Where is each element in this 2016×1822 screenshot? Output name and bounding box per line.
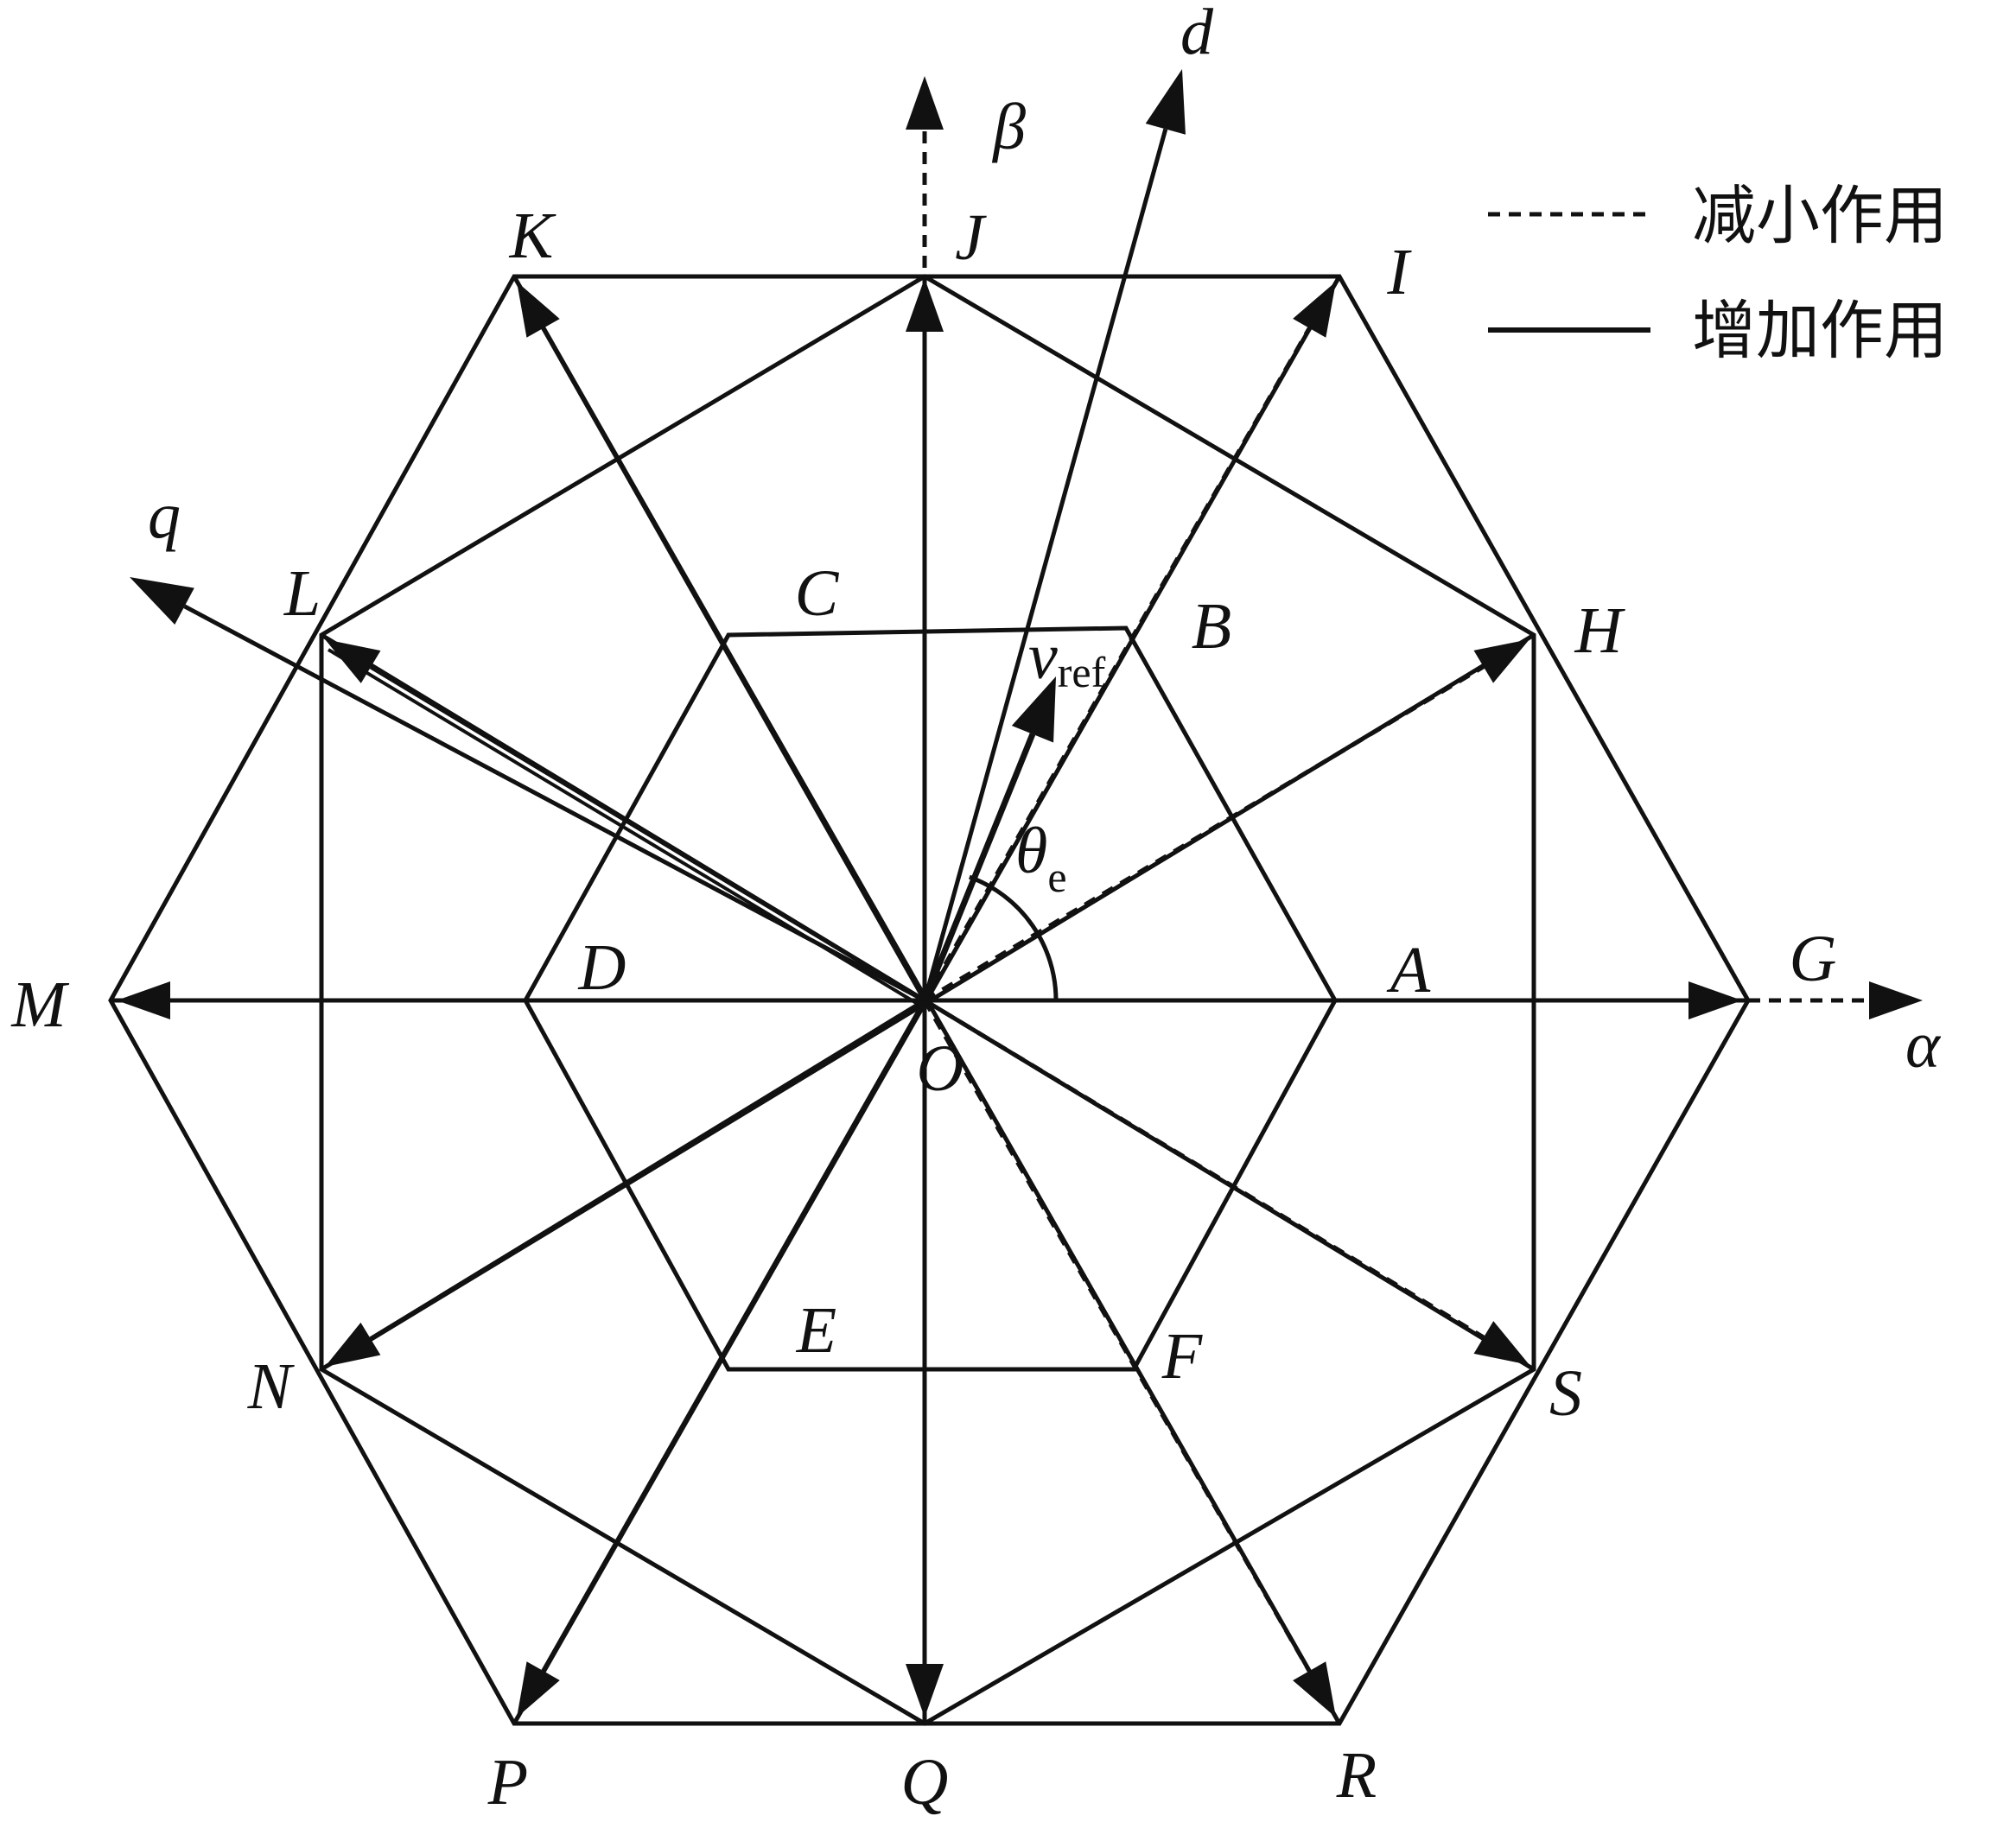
q-axis-label: q (148, 479, 181, 552)
vector-O-P (517, 999, 927, 1717)
point-label-C: C (795, 557, 840, 630)
legend-solid-label: 增加作用 (1692, 294, 1948, 368)
point-label-R: R (1336, 1739, 1377, 1812)
point-label-Q: Q (901, 1746, 949, 1818)
vector-O-R (922, 999, 1336, 1717)
vector-O-H (923, 639, 1529, 1003)
d-axis-label: d (1180, 0, 1214, 68)
point-label-A: A (1386, 934, 1431, 1006)
theta-arc (969, 874, 1059, 1001)
vector-O-G (925, 981, 1742, 1019)
vref-label: vref (1028, 620, 1106, 696)
beta-axis (906, 76, 944, 268)
point-label-K: K (509, 200, 556, 272)
vector-O-J (906, 278, 944, 1000)
vector-O-I (922, 282, 1336, 1002)
alpha-axis (1748, 981, 1923, 1019)
point-label-L: L (283, 557, 321, 630)
point-label-H: H (1574, 594, 1626, 667)
vector-O-S (923, 998, 1529, 1365)
beta-axis-label: β (991, 91, 1026, 163)
point-label-P: P (487, 1746, 528, 1818)
vref-vector (921, 676, 1056, 1002)
point-label-B: B (1192, 590, 1231, 663)
point-label-N: N (247, 1350, 296, 1423)
vector-O-N (325, 998, 926, 1367)
point-label-F: F (1161, 1320, 1204, 1393)
alpha-axis-label: α (1905, 1009, 1942, 1082)
d-axis (922, 69, 1186, 1001)
theta-label: θe (1015, 815, 1067, 901)
point-label-D: D (578, 931, 626, 1004)
point-label-E: E (796, 1294, 836, 1367)
point-label-I: I (1386, 236, 1412, 308)
point-label-M: M (10, 968, 69, 1041)
point-label-J: J (955, 201, 987, 274)
vector-O-M (117, 981, 925, 1019)
vector-O-L-double (327, 648, 919, 1006)
vector-O-K (517, 282, 927, 1002)
point-label-O: O (917, 1032, 964, 1105)
vector-O-Q (906, 1000, 944, 1717)
legend-dashed-label: 减小作用 (1692, 179, 1948, 253)
point-label-S: S (1549, 1357, 1582, 1430)
point-label-G: G (1790, 923, 1837, 995)
